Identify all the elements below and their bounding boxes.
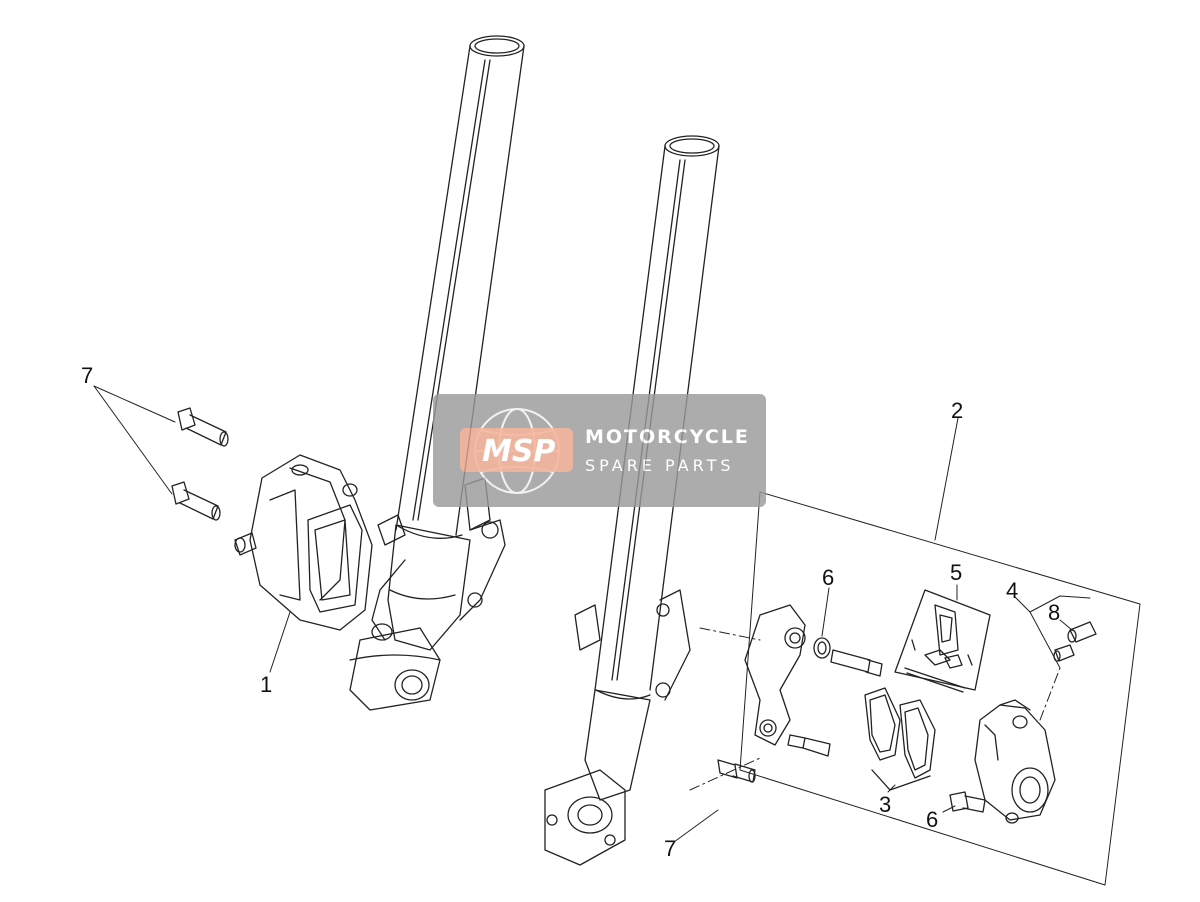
watermark-line2: SPARE PARTS — [585, 456, 735, 475]
callout-6-upper: 6 — [822, 565, 834, 590]
guide-pin-lower — [787, 734, 831, 757]
bolt-6-lower — [949, 791, 986, 813]
brake-caliper-left — [234, 454, 373, 631]
alignment-lines — [689, 627, 1061, 791]
right-fork-slider — [544, 589, 691, 866]
callout-4: 4 — [1006, 578, 1018, 603]
watermark: MSP MOTORCYCLE SPARE PARTS — [433, 394, 766, 507]
left-fork-slider — [349, 477, 506, 711]
callout-5: 5 — [950, 560, 962, 585]
bolt-7-lower — [171, 481, 221, 521]
callout-3: 3 — [879, 792, 891, 817]
callout-2: 2 — [951, 398, 963, 423]
callout-labels: 7 1 2 6 5 4 8 3 6 7 — [81, 363, 1060, 861]
callout-7-left: 7 — [81, 363, 93, 388]
brake-caliper-right — [974, 699, 1056, 824]
bolt-7-right — [717, 759, 756, 783]
watermark-logo: MSP — [482, 434, 555, 469]
watermark-box — [433, 394, 766, 507]
bushing-6-upper — [813, 637, 831, 659]
bolt-7-upper — [177, 407, 229, 447]
kit-2-frame — [739, 491, 1141, 886]
watermark-logo-bg — [460, 428, 573, 472]
brake-pads-3 — [864, 687, 936, 791]
guide-pin-upper — [830, 649, 883, 677]
bleed-valve-kit-4 — [1029, 595, 1091, 669]
callout-1: 1 — [260, 672, 272, 697]
callout-7-right: 7 — [664, 836, 676, 861]
bleed-screw-8 — [1053, 621, 1097, 662]
callout-6-lower: 6 — [926, 807, 938, 832]
callout-8: 8 — [1048, 600, 1060, 625]
pin-kit-5 — [894, 589, 991, 693]
leader-lines — [93, 385, 1073, 843]
watermark-line1: MOTORCYCLE — [585, 426, 750, 448]
caliper-bracket — [744, 604, 806, 746]
